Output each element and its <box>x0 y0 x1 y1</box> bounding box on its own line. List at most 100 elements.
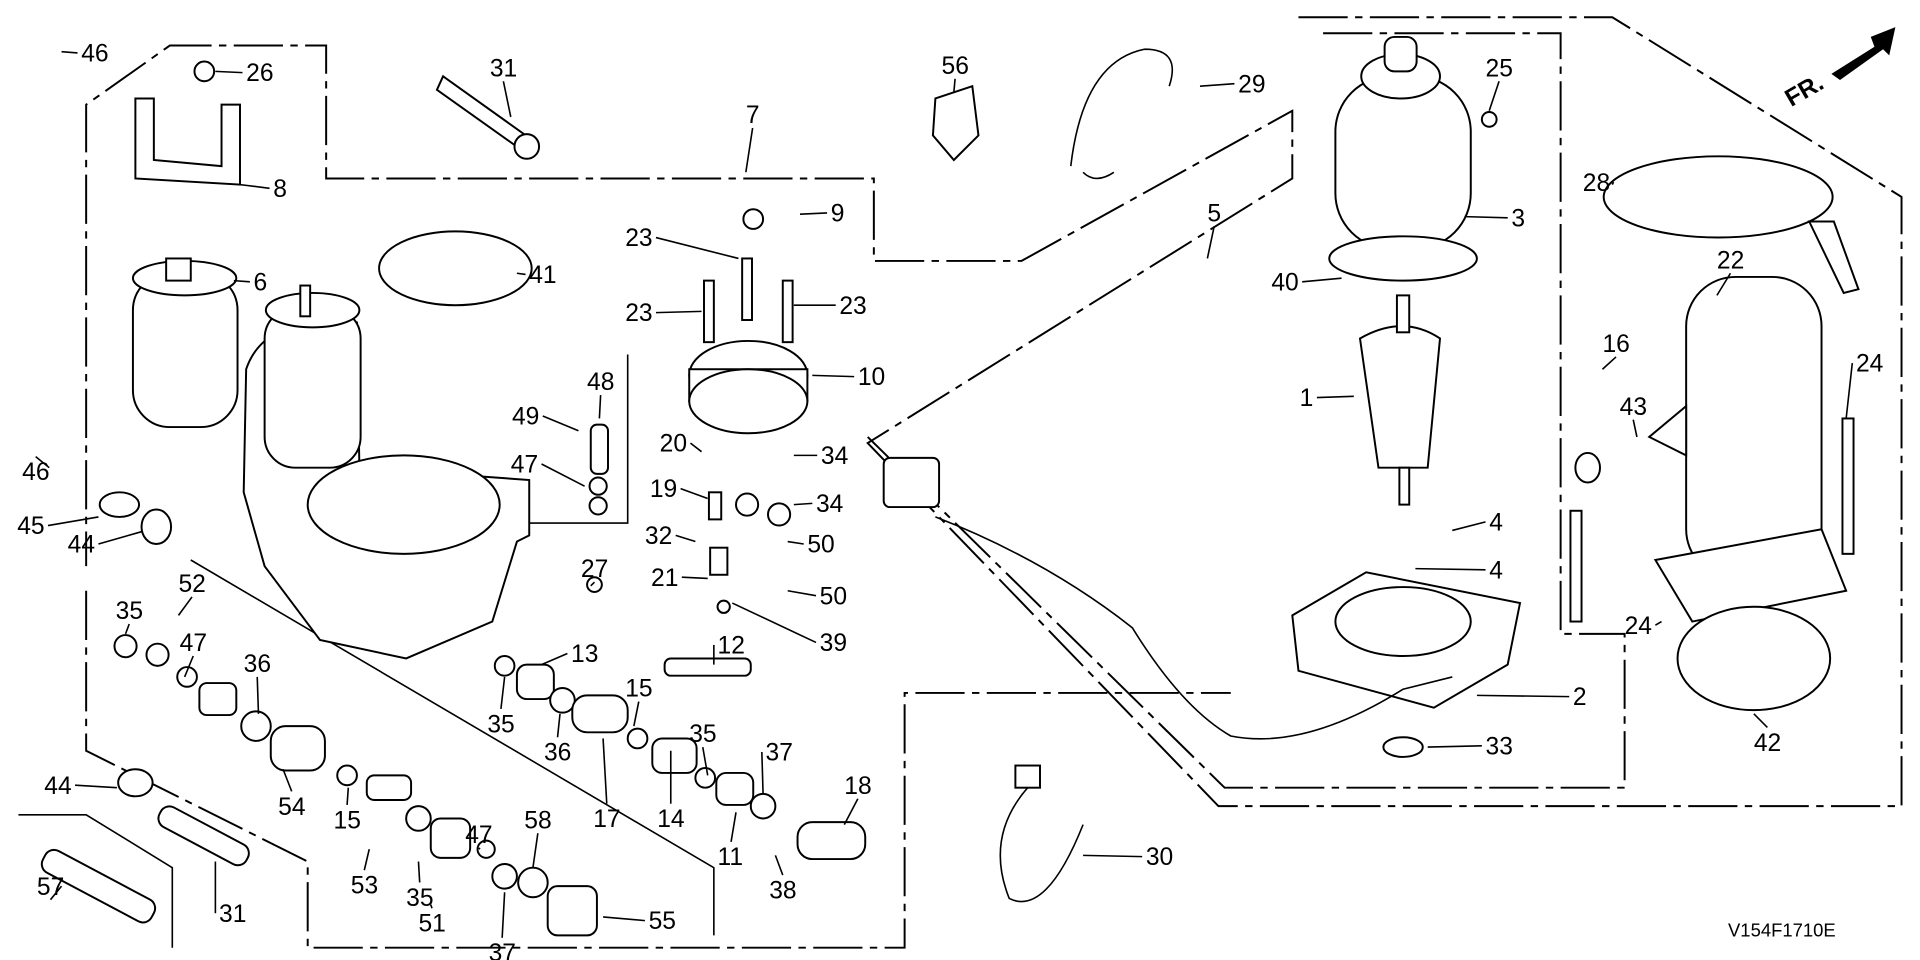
callout-43: 43 <box>1620 394 1647 421</box>
callout-12: 12 <box>718 633 745 660</box>
leader-line <box>745 127 754 173</box>
callout-35: 35 <box>487 711 514 738</box>
leader-line <box>478 847 481 850</box>
leader-line <box>556 713 561 738</box>
leader-line <box>681 576 708 580</box>
leader-line <box>731 602 817 644</box>
leader-line <box>590 581 596 587</box>
callout-4: 4 <box>1489 509 1503 536</box>
callout-35: 35 <box>116 598 143 625</box>
callout-55: 55 <box>649 908 676 935</box>
callout-46: 46 <box>22 459 49 486</box>
leader-line <box>1845 362 1854 419</box>
callout-39: 39 <box>820 630 847 657</box>
leader-line <box>516 272 526 276</box>
callout-38: 38 <box>769 877 796 904</box>
callout-35: 35 <box>689 721 716 748</box>
leader-line <box>541 652 568 666</box>
callout-9: 9 <box>831 201 845 228</box>
leader-line <box>215 70 243 74</box>
leader-line <box>689 442 703 453</box>
callout-58: 58 <box>524 807 551 834</box>
group-outlines <box>18 16 1903 949</box>
leader-line <box>346 787 350 805</box>
leader-line <box>501 892 506 938</box>
leader-line <box>1601 356 1617 370</box>
leader-line <box>761 751 764 794</box>
callout-23: 23 <box>625 300 652 327</box>
callout-36: 36 <box>244 651 271 678</box>
leader-line <box>774 855 784 876</box>
leader-line <box>799 212 828 215</box>
callout-13: 13 <box>571 641 598 668</box>
callout-44: 44 <box>68 532 95 559</box>
leader-line <box>61 50 78 54</box>
callout-32: 32 <box>645 523 672 550</box>
callout-45: 45 <box>17 513 44 540</box>
callout-51: 51 <box>418 911 445 938</box>
leader-line <box>532 833 539 868</box>
leader-line <box>1654 620 1662 626</box>
leader-line <box>1488 80 1500 112</box>
leader-line <box>233 279 250 283</box>
leader-line <box>502 81 512 118</box>
leader-line <box>239 183 270 190</box>
callout-23: 23 <box>625 225 652 252</box>
callout-14: 14 <box>657 806 684 833</box>
leader-line <box>1476 694 1570 698</box>
leader-line <box>256 676 260 714</box>
callout-17: 17 <box>593 806 620 833</box>
callout-30: 30 <box>1146 844 1173 871</box>
callout-11: 11 <box>718 844 744 871</box>
callout-16: 16 <box>1602 331 1629 358</box>
callout-19: 19 <box>650 476 677 503</box>
callout-4: 4 <box>1489 557 1503 584</box>
leader-line <box>1302 277 1342 283</box>
callout-37: 37 <box>489 940 516 960</box>
callout-47: 47 <box>180 630 207 657</box>
leader-line <box>47 516 99 527</box>
callout-46: 46 <box>81 41 108 68</box>
leader-line <box>680 487 708 500</box>
callout-48: 48 <box>587 369 614 396</box>
leader-line <box>124 623 130 635</box>
parts <box>40 35 1860 937</box>
callout-21: 21 <box>651 565 678 592</box>
small-rings <box>113 111 1498 937</box>
callout-40: 40 <box>1271 269 1298 296</box>
leader-line <box>1083 854 1143 858</box>
leader-line <box>542 415 579 432</box>
leader-line <box>1427 745 1482 748</box>
leader-line <box>655 236 739 260</box>
leader-line <box>1464 215 1508 219</box>
callout-31: 31 <box>490 55 517 82</box>
callout-24: 24 <box>1625 613 1652 640</box>
leader-line <box>417 861 421 883</box>
callout-44: 44 <box>44 773 71 800</box>
leader-line <box>35 455 50 469</box>
callout-5: 5 <box>1207 201 1221 228</box>
leader-line <box>655 310 702 314</box>
callout-7: 7 <box>746 102 760 129</box>
callout-47: 47 <box>465 822 492 849</box>
leader-line <box>177 596 193 616</box>
callout-3: 3 <box>1511 205 1525 232</box>
leader-line <box>183 655 194 678</box>
leader-line <box>49 885 63 901</box>
callout-36: 36 <box>544 740 571 767</box>
callout-47: 47 <box>511 452 538 479</box>
leader-line <box>787 589 817 597</box>
callout-53: 53 <box>351 873 378 900</box>
leader-line <box>1316 395 1354 399</box>
callout-29: 29 <box>1238 71 1265 98</box>
leader-line <box>430 904 433 909</box>
callout-20: 20 <box>660 431 687 458</box>
diagram-code: V154F1710E <box>1728 920 1836 941</box>
callout-50: 50 <box>820 583 847 610</box>
callout-10: 10 <box>858 364 885 391</box>
leader-line <box>701 746 709 776</box>
callout-34: 34 <box>816 491 843 518</box>
callout-42: 42 <box>1754 730 1781 757</box>
callout-25: 25 <box>1486 55 1513 82</box>
